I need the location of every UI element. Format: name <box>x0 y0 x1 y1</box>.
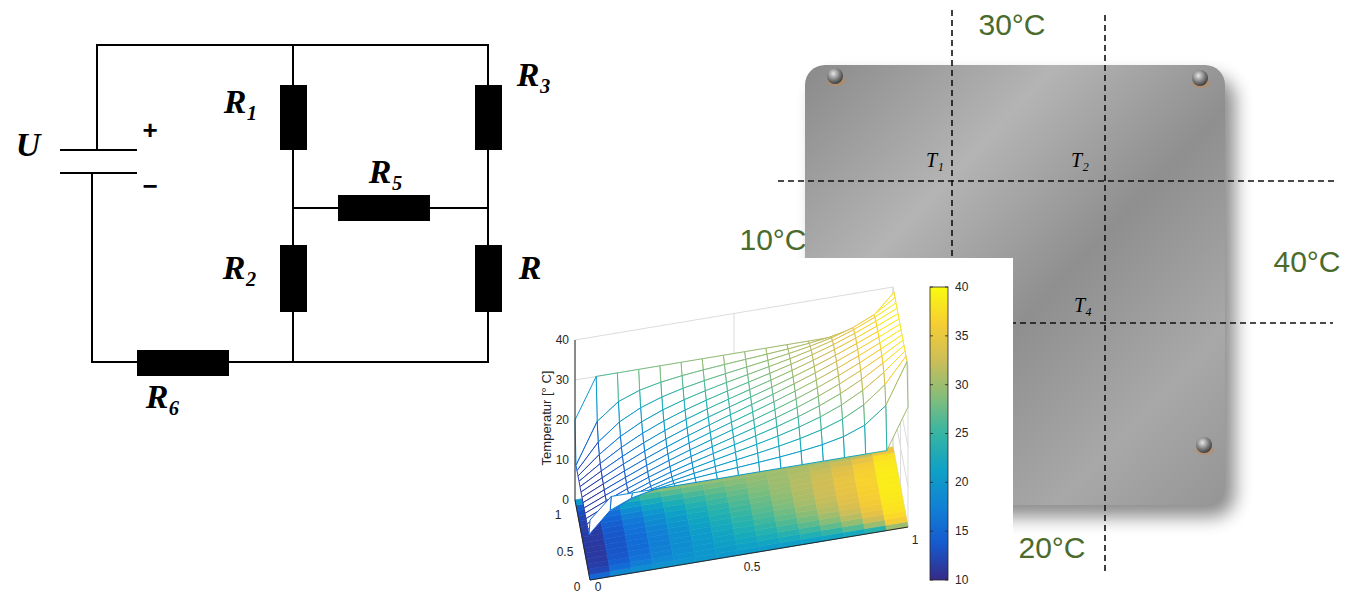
tick-label: 0 <box>595 581 602 593</box>
component-label: R₂ <box>223 251 258 285</box>
battery-plate <box>60 172 137 174</box>
component-label: R <box>519 251 542 285</box>
tick-label: 1 <box>555 509 562 521</box>
grid-line <box>575 340 576 500</box>
mesh-cell <box>865 406 887 454</box>
grid-point-label: T₄ <box>1074 295 1092 315</box>
tick-mark <box>930 433 933 434</box>
tick-mark <box>930 384 933 385</box>
mesh-cell <box>737 462 759 475</box>
back-wall <box>575 287 893 500</box>
colorbar-tick: 35 <box>955 330 968 342</box>
tick-mark <box>945 531 948 532</box>
screw <box>1196 437 1212 453</box>
tick-mark <box>930 482 933 483</box>
mesh-cell <box>589 496 611 534</box>
boundary-temperature: 30°C <box>978 10 1045 40</box>
component-label: R₅ <box>369 155 404 189</box>
colorbar-ticks <box>930 287 948 580</box>
component-label: R₆ <box>146 380 181 414</box>
mesh-cell <box>695 473 717 483</box>
component-label: R₁ <box>224 85 259 119</box>
colorbar-tick: 30 <box>955 379 968 391</box>
polarity-sign: + <box>142 117 157 143</box>
mesh-cell <box>780 451 802 468</box>
tick-label: 0.5 <box>744 561 761 573</box>
tick-label: 10 <box>556 454 569 466</box>
resistor-symbol <box>475 245 502 312</box>
mesh-cell <box>822 437 844 461</box>
colorbar-tick: 40 <box>955 281 968 293</box>
screw <box>827 68 843 84</box>
screw <box>1192 70 1208 86</box>
mesh-cell <box>886 362 908 451</box>
tick-mark <box>930 335 933 336</box>
plot-background <box>530 258 1013 596</box>
resistor-symbol <box>475 85 502 150</box>
tick-label: 1 <box>912 534 919 546</box>
tick-mark <box>945 287 948 288</box>
tick-mark <box>930 580 933 581</box>
boundary-temperature: 40°C <box>1273 247 1340 277</box>
floor-map <box>575 447 908 580</box>
tick-label: 0 <box>562 494 569 506</box>
resistor-symbol <box>338 195 430 221</box>
wire <box>92 45 488 362</box>
mesh-cell <box>630 489 652 499</box>
mesh-cell <box>610 493 632 510</box>
resistors <box>137 85 502 376</box>
colorbar-tick: 25 <box>955 427 968 439</box>
colorbar-tick: 20 <box>955 476 968 488</box>
colorbar <box>930 287 948 580</box>
mesh-cell <box>843 425 865 457</box>
mesh-cell <box>652 481 674 490</box>
plot-grid <box>575 287 908 580</box>
tick-mark <box>945 580 948 581</box>
mesh-cell <box>759 457 781 472</box>
tick-mark <box>945 384 948 385</box>
mesh-cell <box>653 484 675 490</box>
axes <box>575 340 908 580</box>
grid-line <box>583 487 901 540</box>
mesh-cell <box>674 478 696 486</box>
dashed-line <box>1104 15 1106 575</box>
tick-label: 0.5 <box>557 546 574 558</box>
boundary-temperature: 10°C <box>739 225 806 255</box>
axis-label: Temperatur [° C] <box>540 371 553 466</box>
tick-mark <box>945 482 948 483</box>
tick-mark <box>945 335 948 336</box>
boundary-temperature: 20°C <box>1018 533 1085 563</box>
colorbar-tick: 10 <box>955 574 968 586</box>
polarity-sign: − <box>142 173 157 199</box>
resistor-symbol <box>280 85 307 150</box>
colorbar-tick: 15 <box>955 525 968 537</box>
grid-point-label: T₂ <box>1071 150 1089 170</box>
resistor-symbol <box>137 350 229 376</box>
tick-mark <box>945 433 948 434</box>
component-label: R₃ <box>517 58 552 92</box>
grid-point-label: T₁ <box>926 150 944 170</box>
z-axis <box>575 340 576 500</box>
mesh-cell <box>801 445 823 465</box>
tick-mark <box>930 287 933 288</box>
tick-label: 40 <box>556 334 569 346</box>
tick-mark <box>930 531 933 532</box>
surface-mesh <box>575 292 908 534</box>
circuit <box>60 45 488 362</box>
floor-axis <box>575 500 908 580</box>
tick-label: 0 <box>574 581 581 593</box>
terminal-label: U <box>16 128 41 162</box>
mesh-cell <box>716 468 738 479</box>
battery-plate <box>60 149 137 151</box>
mesh-cell <box>631 489 653 498</box>
dashed-line <box>778 180 1338 182</box>
tick-label: 30 <box>556 374 569 386</box>
resistor-symbol <box>280 245 307 312</box>
tick-label: 20 <box>556 414 569 426</box>
